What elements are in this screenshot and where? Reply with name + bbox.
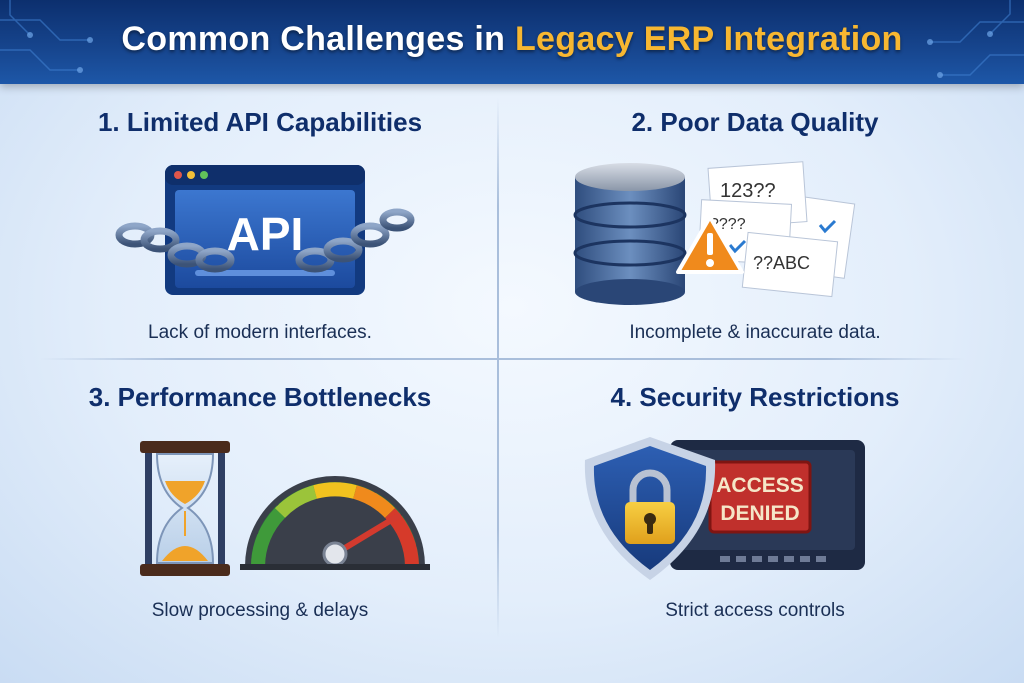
database-icon [573, 163, 687, 305]
document-stack: 123?? ???? ??ABC [697, 161, 856, 298]
challenge-3-caption: Slow processing & delays [151, 600, 369, 621]
hourglass-icon [140, 441, 230, 576]
challenge-3-title: 3. Performance Bottlenecks [88, 382, 432, 412]
challenge-1-title: 1. Limited API Capabilities [97, 107, 423, 137]
challenge-2-caption: Incomplete & inaccurate data. [629, 322, 881, 343]
challenge-2-title: 2. Poor Data Quality [631, 107, 879, 137]
api-illustration: API [115, 165, 415, 295]
denied-text: DENIED [720, 502, 799, 525]
page-title: Common Challenges in Legacy ERP Integrat… [0, 20, 1024, 59]
doc-text-3: ??ABC [753, 253, 810, 273]
title-part-1: Common Challenges in [121, 20, 515, 58]
api-label: API [227, 208, 304, 260]
chain-icon [115, 208, 415, 273]
security-illustration: ACCESS DENIED [584, 437, 865, 580]
performance-illustration [140, 441, 430, 576]
horizontal-divider [40, 358, 965, 360]
access-text: ACCESS [716, 474, 804, 497]
challenge-3-panel: 3. Performance Bottlenecks Sl [20, 362, 500, 642]
challenge-1-panel: 1. Limited API Capabilities API Lack of … [20, 95, 500, 357]
challenge-4-panel: 4. Security Restrictions ACCESS DENIED S… [515, 362, 995, 642]
challenge-4-title: 4. Security Restrictions [610, 382, 900, 412]
speedometer-icon [240, 476, 430, 570]
challenge-2-panel: 2. Poor Data Quality 123?? ???? ??ABC [515, 95, 995, 357]
data-quality-illustration: 123?? ???? ??ABC [573, 161, 856, 305]
vertical-divider [497, 98, 499, 638]
challenge-1-caption: Lack of modern interfaces. [148, 322, 372, 343]
challenge-4-caption: Strict access controls [665, 600, 845, 621]
warning-icon [676, 215, 744, 274]
title-part-2: Legacy ERP Integration [514, 20, 903, 58]
circuit-decoration-icon [0, 0, 1024, 78]
monitor-panel: ACCESS DENIED [670, 440, 865, 570]
header-banner: Common Challenges in Legacy ERP Integrat… [0, 0, 1024, 84]
doc-text-1: 123?? [720, 180, 776, 202]
padlock-icon [625, 469, 675, 544]
